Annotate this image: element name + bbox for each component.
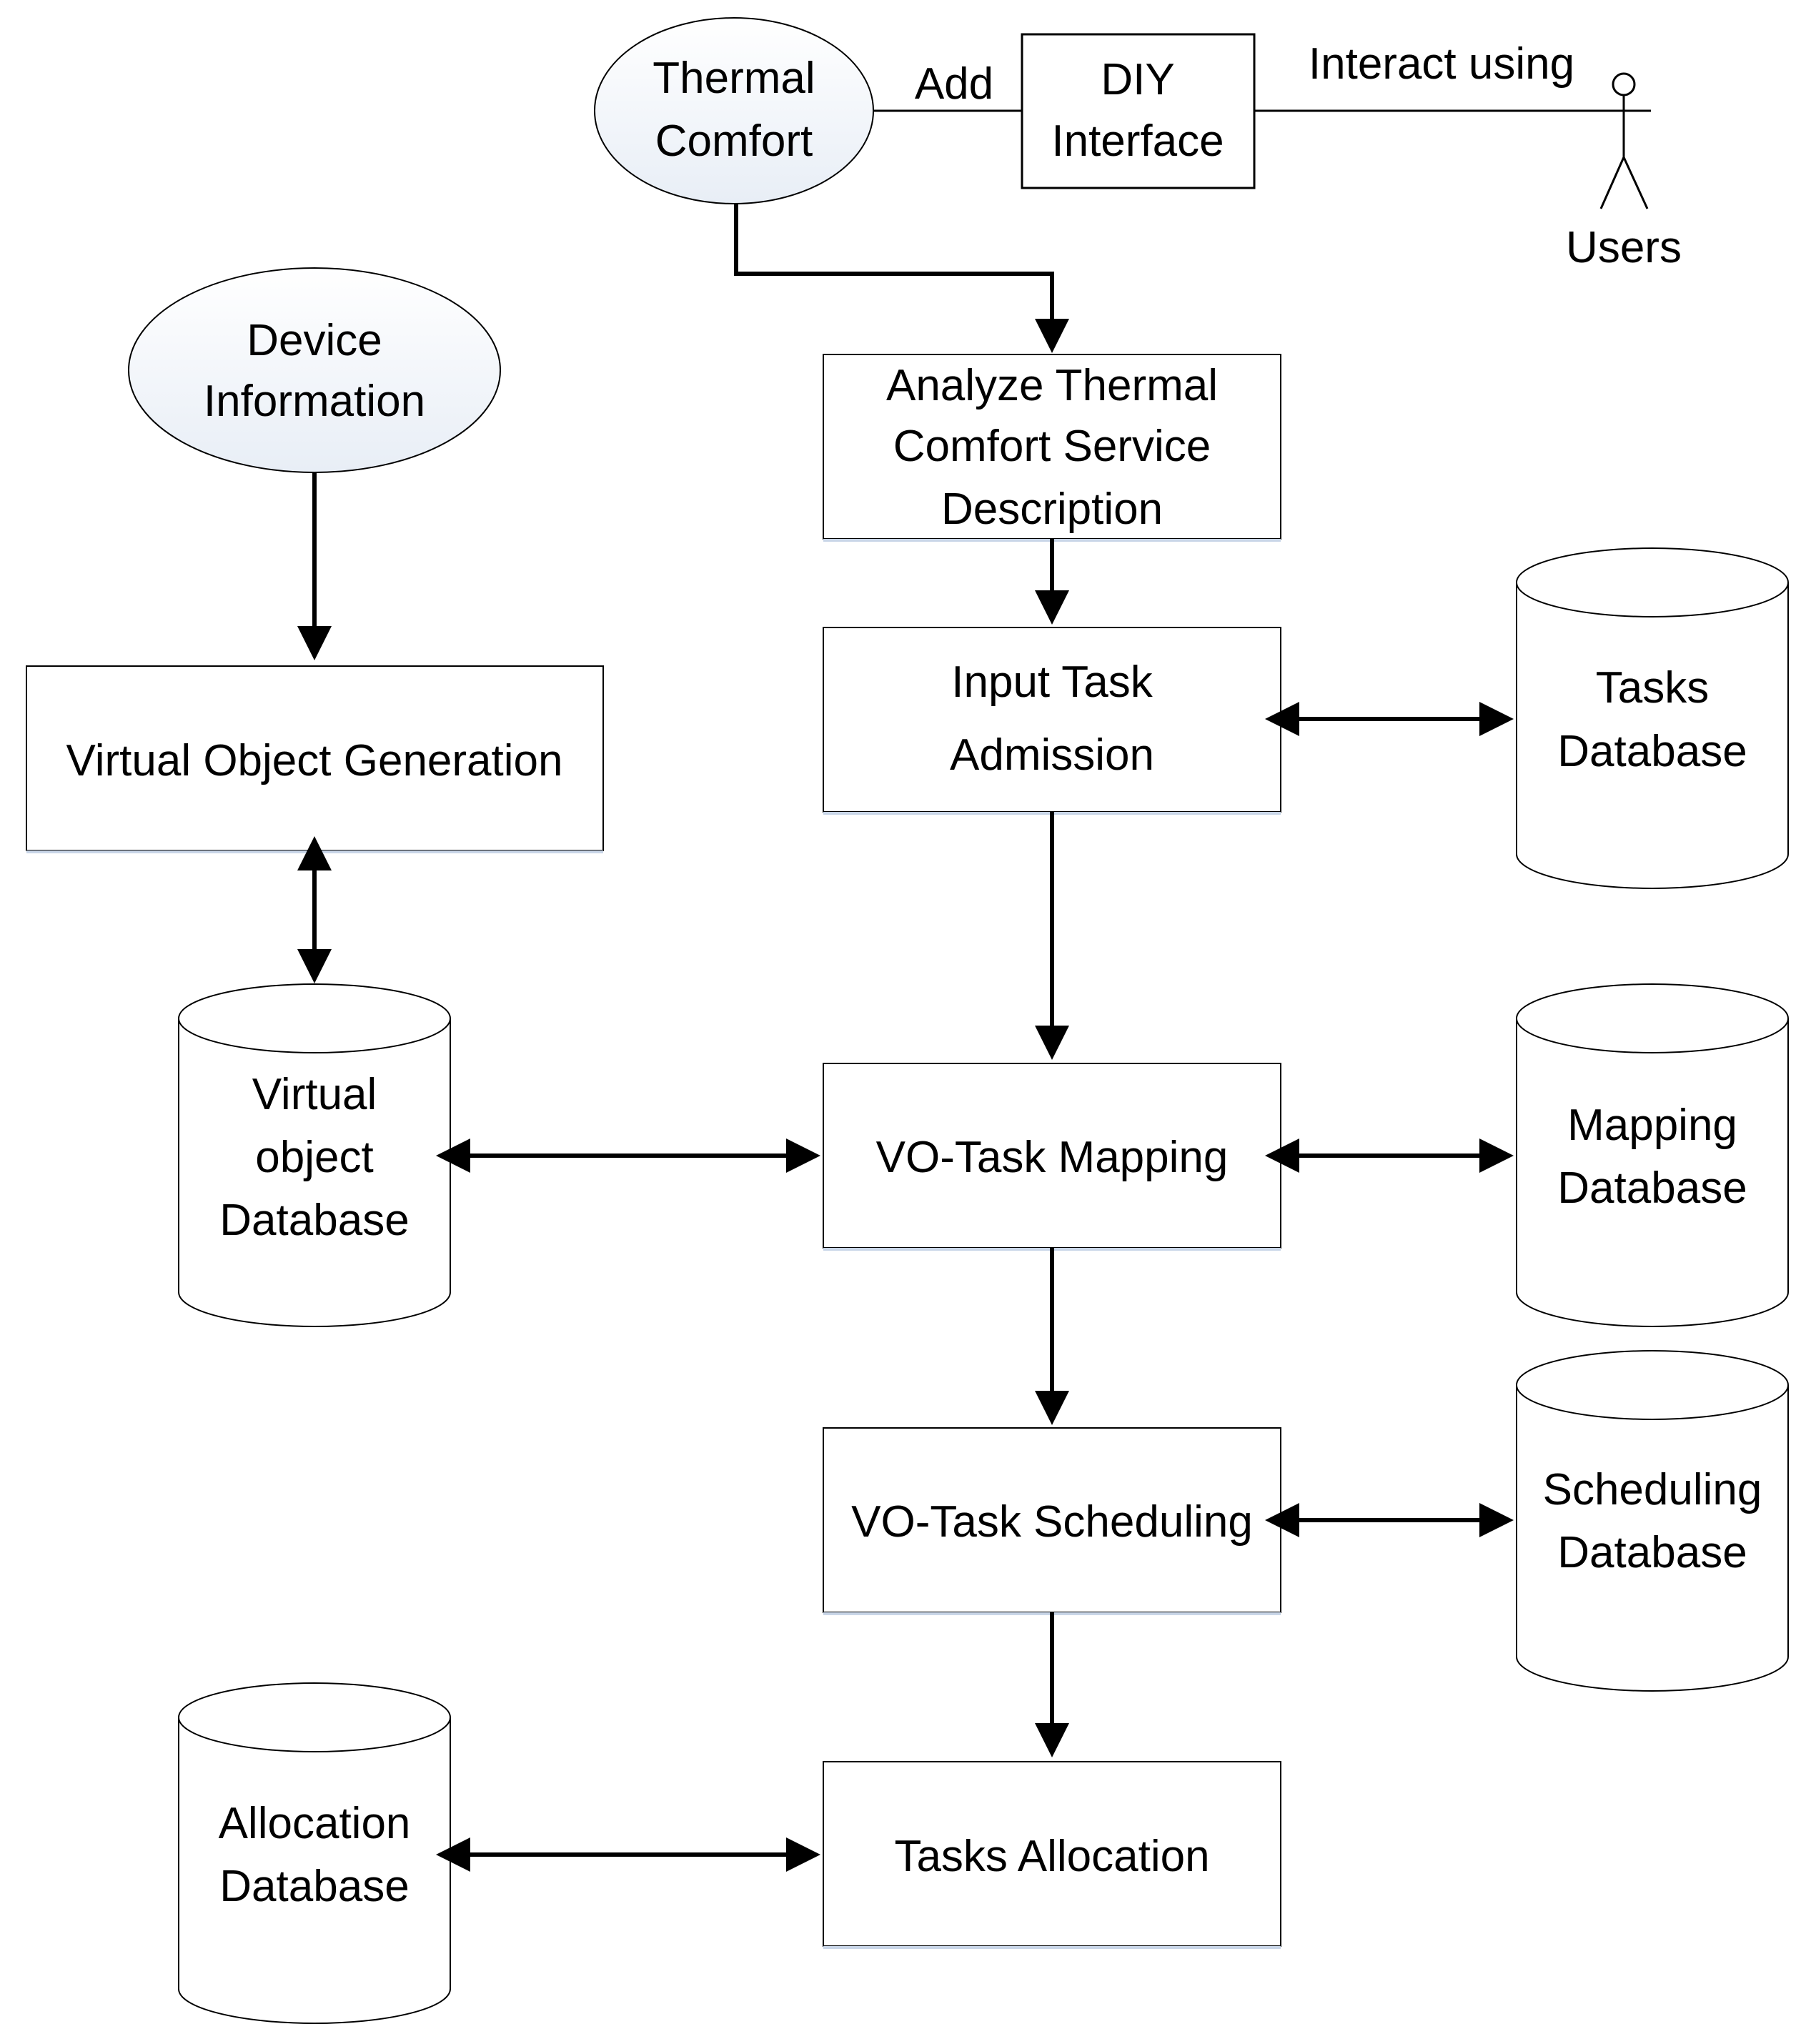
diy-interface-line1: DIY: [1101, 55, 1174, 104]
user-icon: [1590, 72, 1651, 209]
scheduling-db-line1: Scheduling: [1543, 1465, 1762, 1514]
mapping-db-line2: Database: [1557, 1164, 1747, 1213]
device-information-node: Device Information: [128, 267, 501, 473]
allocation-database-node: Allocation Database: [178, 1682, 451, 2024]
tasks-database-node: Tasks Database: [1516, 547, 1789, 889]
mapping-label: VO-Task Mapping: [876, 1133, 1229, 1182]
vo-task-mapping-node: VO-Task Mapping: [823, 1063, 1281, 1251]
mapping-database-node: Mapping Database: [1516, 983, 1789, 1327]
mapping-db-line1: Mapping: [1567, 1101, 1737, 1150]
input-task-admission-node: Input Task Admission: [823, 627, 1281, 815]
thermal-comfort-line2: Comfort: [655, 116, 813, 166]
admission-line2: Admission: [950, 730, 1154, 780]
analyze-service-description-node: Analyze Thermal Comfort Service Descript…: [823, 354, 1281, 542]
add-edge: Add: [873, 59, 1022, 112]
interact-edge-label: Interact using: [1309, 39, 1574, 89]
users-actor: Users: [1566, 72, 1682, 272]
thermal-to-analyze-arrow: [734, 204, 1069, 353]
allocation-label: Tasks Allocation: [894, 1832, 1209, 1881]
analyze-line3: Description: [941, 485, 1163, 534]
scheduling-database-node: Scheduling Database: [1516, 1350, 1789, 1692]
admission-line1: Input Task: [951, 658, 1153, 707]
vogen-label: Virtual Object Generation: [66, 736, 562, 785]
vodb-line2: object: [255, 1133, 373, 1182]
vodb-line1: Virtual: [252, 1070, 377, 1119]
tasks-db-line2: Database: [1557, 727, 1747, 776]
scheduling-db-line2: Database: [1557, 1528, 1747, 1577]
analyze-line1: Analyze Thermal: [886, 361, 1218, 410]
device-information-line2: Information: [204, 377, 425, 426]
tasks-allocation-node: Tasks Allocation: [823, 1761, 1281, 1949]
virtual-object-generation-node: Virtual Object Generation: [26, 665, 604, 853]
allocation-db-line2: Database: [219, 1862, 409, 1911]
device-information-line1: Device: [247, 316, 382, 365]
thermal-comfort-line1: Thermal: [653, 54, 815, 103]
vo-task-scheduling-node: VO-Task Scheduling: [823, 1427, 1281, 1615]
virtual-object-database-node: Virtual object Database: [178, 983, 451, 1327]
scheduling-label: VO-Task Scheduling: [851, 1497, 1253, 1547]
tasks-db-line1: Tasks: [1596, 663, 1709, 713]
diy-interface-line2: Interface: [1051, 116, 1224, 166]
users-label: Users: [1566, 223, 1682, 272]
allocation-db-line1: Allocation: [219, 1799, 411, 1848]
add-edge-label: Add: [915, 59, 993, 109]
vodb-line3: Database: [219, 1196, 409, 1245]
analyze-line2: Comfort Service: [893, 422, 1211, 471]
diy-interface-node: DIY Interface: [1021, 33, 1256, 189]
thermal-comfort-node: Thermal Comfort: [594, 17, 874, 204]
interact-edge: Interact using: [1254, 39, 1644, 112]
